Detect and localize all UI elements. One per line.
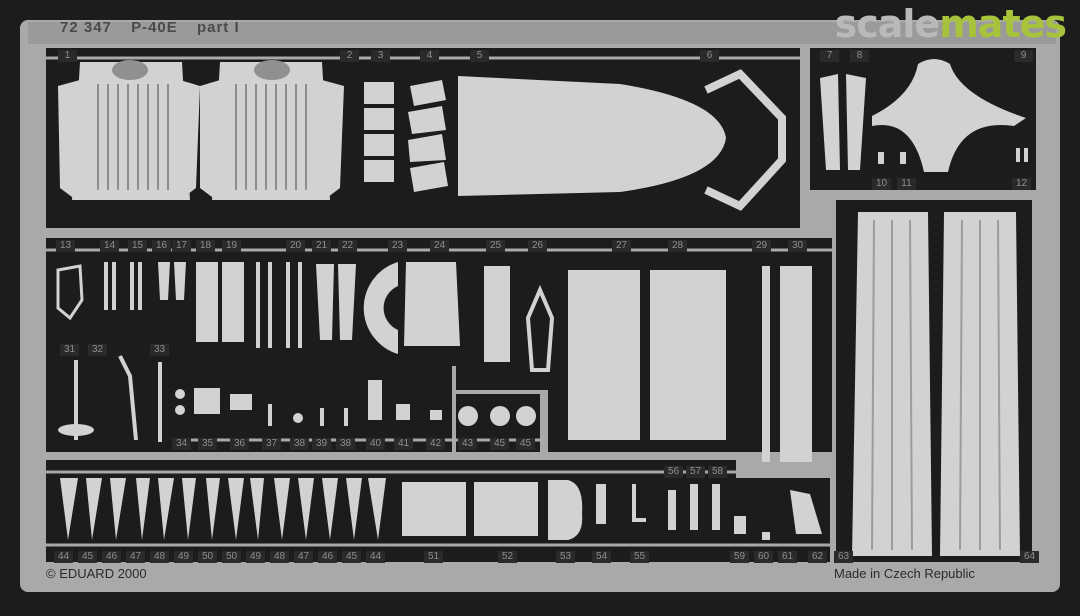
part-number-label: 62 xyxy=(808,551,827,563)
part-number-label: 61 xyxy=(778,551,797,563)
part-number-label: 13 xyxy=(56,240,75,252)
parts-3-4 xyxy=(364,80,448,192)
part-number-label: 39 xyxy=(312,438,331,450)
part-number-label: 64 xyxy=(1020,551,1039,563)
part-number-label: 30 xyxy=(788,240,807,252)
part-number-label: 18 xyxy=(196,240,215,252)
part-number-label: 45 xyxy=(516,438,535,450)
header-model: P-40E xyxy=(131,19,178,36)
part-number-label: 44 xyxy=(54,551,73,563)
part-number-label: 46 xyxy=(318,551,337,563)
part-number-label: 23 xyxy=(388,240,407,252)
part-number-label: 63 xyxy=(834,551,853,563)
part-number-label: 19 xyxy=(222,240,241,252)
part-number-label: 42 xyxy=(426,438,445,450)
part-5-panel xyxy=(458,76,726,196)
parts-13-30 xyxy=(56,262,812,462)
part-number-label: 10 xyxy=(872,178,891,190)
part-number-label: 9 xyxy=(1014,50,1033,62)
part-number-label: 55 xyxy=(630,551,649,563)
part-number-label: 26 xyxy=(528,240,547,252)
part-number-label: 45 xyxy=(78,551,97,563)
part-number-label: 38 xyxy=(290,438,309,450)
part-number-label: 37 xyxy=(262,438,281,450)
part-number-label: 44 xyxy=(366,551,385,563)
part-number-label: 14 xyxy=(100,240,119,252)
part-number-label: 21 xyxy=(312,240,331,252)
part-number-label: 15 xyxy=(128,240,147,252)
part-number-label: 11 xyxy=(897,178,916,190)
part-number-label: 33 xyxy=(150,344,169,356)
part-number-label: 27 xyxy=(612,240,631,252)
part-number-label: 4 xyxy=(420,50,439,62)
part-number-label: 16 xyxy=(152,240,171,252)
part-number-label: 7 xyxy=(820,50,839,62)
part-number-label: 51 xyxy=(424,551,443,563)
part-number-label: 34 xyxy=(172,438,191,450)
radiator-2 xyxy=(200,60,344,200)
part-number-label: 49 xyxy=(174,551,193,563)
part-number-label: 2 xyxy=(340,50,359,62)
part-number-label: 6 xyxy=(700,50,719,62)
part-number-label: 48 xyxy=(270,551,289,563)
header-code: 72 347 xyxy=(60,19,112,36)
part-number-label: 24 xyxy=(430,240,449,252)
part-6-bracket xyxy=(704,69,786,211)
radiator-1 xyxy=(58,60,200,200)
parts-7-12 xyxy=(820,59,1028,172)
part-number-label: 47 xyxy=(126,551,145,563)
part-number-label: 22 xyxy=(338,240,357,252)
part-number-label: 36 xyxy=(230,438,249,450)
part-number-label: 29 xyxy=(752,240,771,252)
scalemates-watermark: scalemates xyxy=(834,2,1067,46)
part-number-label: 8 xyxy=(850,50,869,62)
part-number-label: 25 xyxy=(486,240,505,252)
part-number-label: 45 xyxy=(490,438,509,450)
part-number-label: 12 xyxy=(1012,178,1031,190)
part-number-label: 49 xyxy=(246,551,265,563)
fret-header: 72 347 P-40E part I xyxy=(60,19,254,36)
part-number-label: 58 xyxy=(708,466,727,478)
brand-part-2: mates xyxy=(939,2,1067,46)
part-number-label: 50 xyxy=(222,551,241,563)
part-number-label: 32 xyxy=(88,344,107,356)
part-number-label: 57 xyxy=(686,466,705,478)
part-number-label: 40 xyxy=(366,438,385,450)
part-number-label: 1 xyxy=(58,50,77,62)
part-number-label: 43 xyxy=(458,438,477,450)
part-number-label: 31 xyxy=(60,344,79,356)
part-number-label: 41 xyxy=(394,438,413,450)
part-number-label: 46 xyxy=(102,551,121,563)
copyright-text: © EDUARD 2000 xyxy=(46,566,147,581)
part-number-label: 35 xyxy=(198,438,217,450)
origin-text: Made in Czech Republic xyxy=(834,566,975,581)
part-number-label: 54 xyxy=(592,551,611,563)
part-number-label: 5 xyxy=(470,50,489,62)
part-number-label: 38 xyxy=(336,438,355,450)
part-number-label: 3 xyxy=(371,50,390,62)
part-number-label: 50 xyxy=(198,551,217,563)
part-number-label: 56 xyxy=(664,466,683,478)
part-number-label: 48 xyxy=(150,551,169,563)
part-number-label: 53 xyxy=(556,551,575,563)
header-part: part I xyxy=(196,19,240,36)
part-number-label: 20 xyxy=(286,240,305,252)
parts-44-62 xyxy=(60,478,822,540)
parts-63-64-strips xyxy=(852,212,1020,556)
part-number-label: 47 xyxy=(294,551,313,563)
part-number-label: 59 xyxy=(730,551,749,563)
part-number-label: 52 xyxy=(498,551,517,563)
part-number-label: 60 xyxy=(754,551,773,563)
part-number-label: 17 xyxy=(172,240,191,252)
part-number-label: 28 xyxy=(668,240,687,252)
brand-part-1: scale xyxy=(834,2,941,46)
part-number-label: 45 xyxy=(342,551,361,563)
header-band xyxy=(28,22,1056,44)
parts-31-45 xyxy=(58,355,536,442)
